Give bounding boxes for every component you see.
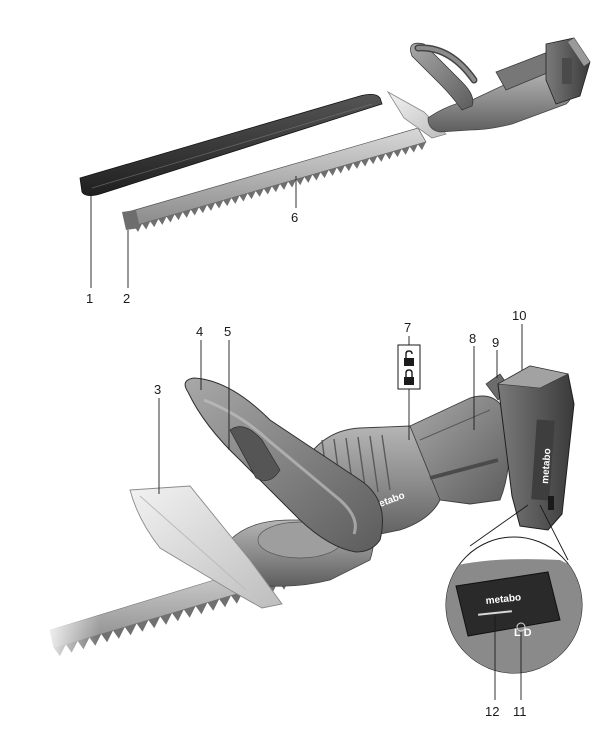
blade-tooth <box>183 606 196 618</box>
blade-tooth <box>190 207 199 216</box>
blade-tooth <box>158 216 167 225</box>
overview-trimmer <box>79 37 591 232</box>
blade-tooth <box>207 599 220 611</box>
unlocked-padlock-icon <box>404 350 414 366</box>
blade-tooth <box>136 620 149 632</box>
callout-9: 9 <box>492 335 499 350</box>
blade-tooth <box>312 172 321 181</box>
blade-tooth <box>320 170 329 179</box>
battery-logo: metabo <box>540 448 553 484</box>
blade-tooth <box>271 184 280 193</box>
blade-tooth <box>231 195 240 204</box>
blade-sheath <box>79 94 383 196</box>
blade-tooth <box>377 153 386 162</box>
callout-8: 8 <box>469 331 476 346</box>
blade-tooth <box>369 156 378 165</box>
blade-tooth <box>195 602 208 615</box>
blade-tooth <box>198 205 207 214</box>
blade-tooth <box>393 149 402 158</box>
callout-7: 7 <box>404 320 411 335</box>
blade-tooth <box>150 219 159 228</box>
blade-tooth <box>182 209 191 218</box>
callout-4: 4 <box>196 324 203 339</box>
blade-tooth <box>172 609 184 622</box>
blade-tooth <box>344 163 353 172</box>
blade-tooth <box>401 146 410 155</box>
callout-1: 1 <box>86 291 93 306</box>
locked-padlock-icon <box>404 369 414 385</box>
bow-handle <box>184 377 383 553</box>
hand-guard <box>129 485 283 609</box>
blade-tooth <box>296 177 305 186</box>
battery-capacity-indicator <box>548 496 554 510</box>
blade-tooth <box>247 191 256 200</box>
callout-10: 10 <box>512 308 526 323</box>
blade-tooth <box>409 144 418 153</box>
callout-6: 6 <box>291 210 298 225</box>
cutting-blade-overview <box>122 127 427 232</box>
blade-tooth <box>223 198 232 207</box>
blade-tooth <box>280 181 289 190</box>
battery-indicator-inset: metabo L D <box>445 504 583 674</box>
capacity-button <box>516 622 526 632</box>
blade-tooth <box>304 174 313 183</box>
inset-logo: metabo <box>485 592 522 607</box>
blade-tooth <box>417 142 426 151</box>
housing-rib <box>369 435 379 493</box>
callout-2: 2 <box>123 291 130 306</box>
lock-symbols <box>397 344 421 390</box>
blade-tooth <box>255 188 264 197</box>
bow-handle-overview <box>410 42 474 111</box>
blade-tooth <box>174 212 183 221</box>
battery-pack-overview <box>545 37 591 105</box>
blade-teeth-overview <box>134 142 426 232</box>
blade-tooth <box>263 186 272 195</box>
callout-11: 11 <box>513 704 527 719</box>
callout-3: 3 <box>154 382 161 397</box>
battery-pack: metabo <box>497 365 575 531</box>
blade-tooth <box>353 160 362 169</box>
detail-trimmer: metabo metabo <box>40 344 575 680</box>
blade-tooth <box>219 595 231 608</box>
blade-tooth <box>142 221 151 230</box>
blade-tooth <box>207 202 216 211</box>
blade-tooth <box>385 151 394 160</box>
blade-tooth <box>101 630 113 643</box>
blade-tooth <box>288 179 297 188</box>
blade-tooth <box>361 158 370 167</box>
housing-rib <box>381 434 391 491</box>
blade-tooth <box>124 623 137 636</box>
blade-tooth <box>113 627 125 639</box>
blade-tooth <box>148 616 161 629</box>
callout-5: 5 <box>224 324 231 339</box>
bow-handle-grip <box>229 426 281 481</box>
blade-tooth <box>328 167 337 176</box>
blade-tooth <box>160 613 172 625</box>
capacity-letters: L D <box>514 627 532 639</box>
callout-12: 12 <box>485 704 499 719</box>
blade-tooth <box>215 200 224 209</box>
blade-tooth <box>336 165 345 174</box>
blade-tooth <box>166 214 175 223</box>
blade-tooth <box>239 193 248 202</box>
